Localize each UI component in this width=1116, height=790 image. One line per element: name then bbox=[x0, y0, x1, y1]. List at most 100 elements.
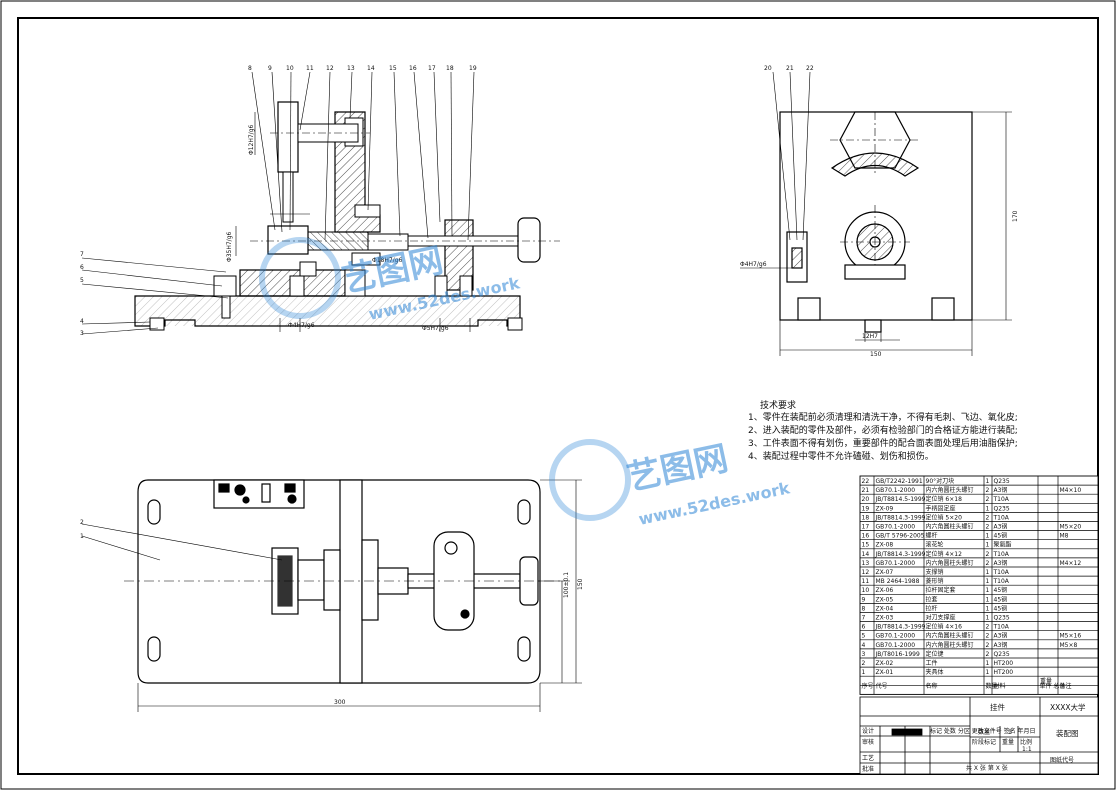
table-cell: 菱形销 bbox=[926, 577, 944, 585]
table-cell: ZX-01 bbox=[876, 669, 894, 676]
svg-text:12H7: 12H7 bbox=[862, 333, 878, 340]
table-cell: 内六角圆柱头螺钉 bbox=[926, 559, 974, 567]
table-cell: GB70.1-2000 bbox=[876, 487, 916, 494]
table-cell: HT200 bbox=[994, 660, 1014, 667]
table-cell: GB/T 5796-2005 bbox=[876, 533, 925, 540]
svg-text:Φ4H7/g6: Φ4H7/g6 bbox=[740, 261, 767, 268]
svg-text:Φ4H7/g6: Φ4H7/g6 bbox=[288, 322, 315, 329]
table-cell: 20 bbox=[862, 496, 870, 503]
front-balloons-top: 8 9 10 11 12 13 14 15 16 17 18 19 bbox=[248, 65, 477, 72]
table-cell: 6 bbox=[862, 624, 866, 631]
table-cell: 内六角圆柱头螺钉 bbox=[926, 486, 974, 494]
table-cell: GB/T2242-1991 bbox=[876, 478, 923, 485]
svg-text:150: 150 bbox=[870, 351, 882, 358]
table-cell: 2 bbox=[986, 633, 990, 640]
table-cell: 2 bbox=[862, 660, 866, 667]
table-cell: A3钢 bbox=[994, 486, 1008, 494]
balloon: 7 bbox=[80, 251, 84, 258]
front-leaders bbox=[81, 71, 475, 335]
table-cell: MB 2464-1988 bbox=[876, 578, 920, 585]
table-cell: GB70.1-2000 bbox=[876, 633, 916, 640]
svg-text:XXXX大学: XXXX大学 bbox=[1050, 702, 1086, 712]
table-cell: 11 bbox=[862, 578, 870, 585]
table-cell: 12 bbox=[862, 569, 870, 576]
table-cell: 13 bbox=[862, 560, 870, 567]
svg-text:挂件: 挂件 bbox=[990, 702, 1005, 712]
table-cell: 1 bbox=[986, 596, 990, 603]
balloon: 14 bbox=[367, 65, 375, 72]
table-cell: 10 bbox=[862, 587, 870, 594]
table-cell: 2 bbox=[986, 624, 990, 631]
table-header-cell: 名称 bbox=[926, 682, 938, 690]
svg-text:20: 20 bbox=[764, 65, 772, 72]
svg-text:Φ35H7/g6: Φ35H7/g6 bbox=[226, 231, 233, 262]
svg-text:批准: 批准 bbox=[862, 765, 874, 773]
svg-text:阶段标记: 阶段标记 bbox=[972, 738, 996, 746]
table-cell: 定位销 5×20 bbox=[926, 513, 963, 521]
table-cell: 5 bbox=[862, 633, 866, 640]
table-cell: 1 bbox=[986, 669, 990, 676]
table-cell: T10A bbox=[993, 569, 1010, 576]
table-header-cell: 单件 总计 bbox=[1040, 682, 1066, 690]
table-cell: T10A bbox=[993, 551, 1010, 558]
balloon: 6 bbox=[80, 264, 84, 271]
table-cell: 14 bbox=[862, 551, 870, 558]
table-cell: ZX-04 bbox=[876, 605, 894, 612]
table-cell: ZX-07 bbox=[876, 569, 894, 576]
table-header-cell: 备注 bbox=[1060, 682, 1072, 690]
table-cell: 15 bbox=[862, 542, 870, 549]
table-cell: 1 bbox=[986, 578, 990, 585]
front-view bbox=[134, 101, 560, 332]
table-cell: M4×12 bbox=[1060, 560, 1082, 567]
svg-text:审核: 审核 bbox=[862, 738, 874, 746]
table-cell: 2 bbox=[986, 514, 990, 521]
table-header-cell: 代号 bbox=[876, 682, 888, 690]
svg-text:比例: 比例 bbox=[1020, 738, 1032, 746]
balloon: 3 bbox=[80, 330, 84, 337]
table-cell: 2 bbox=[986, 651, 990, 658]
svg-text:重量: 重量 bbox=[1002, 738, 1014, 746]
balloon: 5 bbox=[80, 277, 84, 284]
table-cell: 定位销 4×12 bbox=[926, 550, 963, 558]
table-cell: 8 bbox=[862, 605, 866, 612]
table-cell: GB70.1-2000 bbox=[876, 524, 916, 531]
table-cell: 2 bbox=[986, 642, 990, 649]
svg-text:共 X 张 第 X 张: 共 X 张 第 X 张 bbox=[966, 764, 1008, 772]
table-cell: 16 bbox=[862, 533, 870, 540]
table-cell: 内六角圆柱头螺钉 bbox=[926, 632, 974, 640]
table-cell: JB/T8016-1999 bbox=[875, 651, 920, 658]
table-cell: 1 bbox=[986, 478, 990, 485]
side-labels: 20 21 22 170 150 12H7 Φ4H7/g6 bbox=[740, 65, 1019, 358]
table-cell: 1 bbox=[986, 660, 990, 667]
table-cell: A3钢 bbox=[994, 523, 1008, 531]
table-cell: 定位键 bbox=[926, 650, 944, 658]
svg-text:Φ5H7/g6: Φ5H7/g6 bbox=[422, 325, 449, 332]
svg-text:1:1: 1:1 bbox=[1022, 746, 1032, 753]
svg-text:170: 170 bbox=[1012, 210, 1019, 222]
svg-text:装配图: 装配图 bbox=[1056, 728, 1079, 738]
table-cell: M5×8 bbox=[1060, 642, 1078, 649]
svg-text:150: 150 bbox=[577, 578, 584, 590]
table-cell: 内六角圆柱头螺钉 bbox=[926, 523, 974, 531]
balloon: 9 bbox=[268, 65, 272, 72]
table-cell: 19 bbox=[862, 505, 870, 512]
table-cell: 1 bbox=[986, 587, 990, 594]
table-cell: HT200 bbox=[994, 669, 1014, 676]
table-cell: 2 bbox=[986, 560, 990, 567]
balloon: 11 bbox=[306, 65, 314, 72]
table-cell: A3钢 bbox=[994, 632, 1008, 640]
table-cell: 1 bbox=[986, 533, 990, 540]
plan-labels: 2 1 300 150 100±0.1 bbox=[80, 519, 584, 706]
table-cell: 1 bbox=[862, 669, 866, 676]
table-cell: JB/T8814.3-1999 bbox=[875, 551, 926, 558]
table-cell: 夹具体 bbox=[926, 668, 944, 676]
table-cell: 定位销 4×16 bbox=[926, 623, 963, 631]
table-cell: 对刀支撑座 bbox=[926, 614, 956, 622]
table-cell: JB/T8814.3-1999 bbox=[875, 514, 926, 521]
front-balloons-left: 7 6 5 4 3 bbox=[80, 251, 84, 337]
table-cell: 聚氨酯 bbox=[994, 541, 1012, 549]
balloon: 17 bbox=[428, 65, 436, 72]
table-cell: 拉杆固定套 bbox=[926, 586, 956, 594]
table-cell: 45钢 bbox=[994, 604, 1008, 612]
